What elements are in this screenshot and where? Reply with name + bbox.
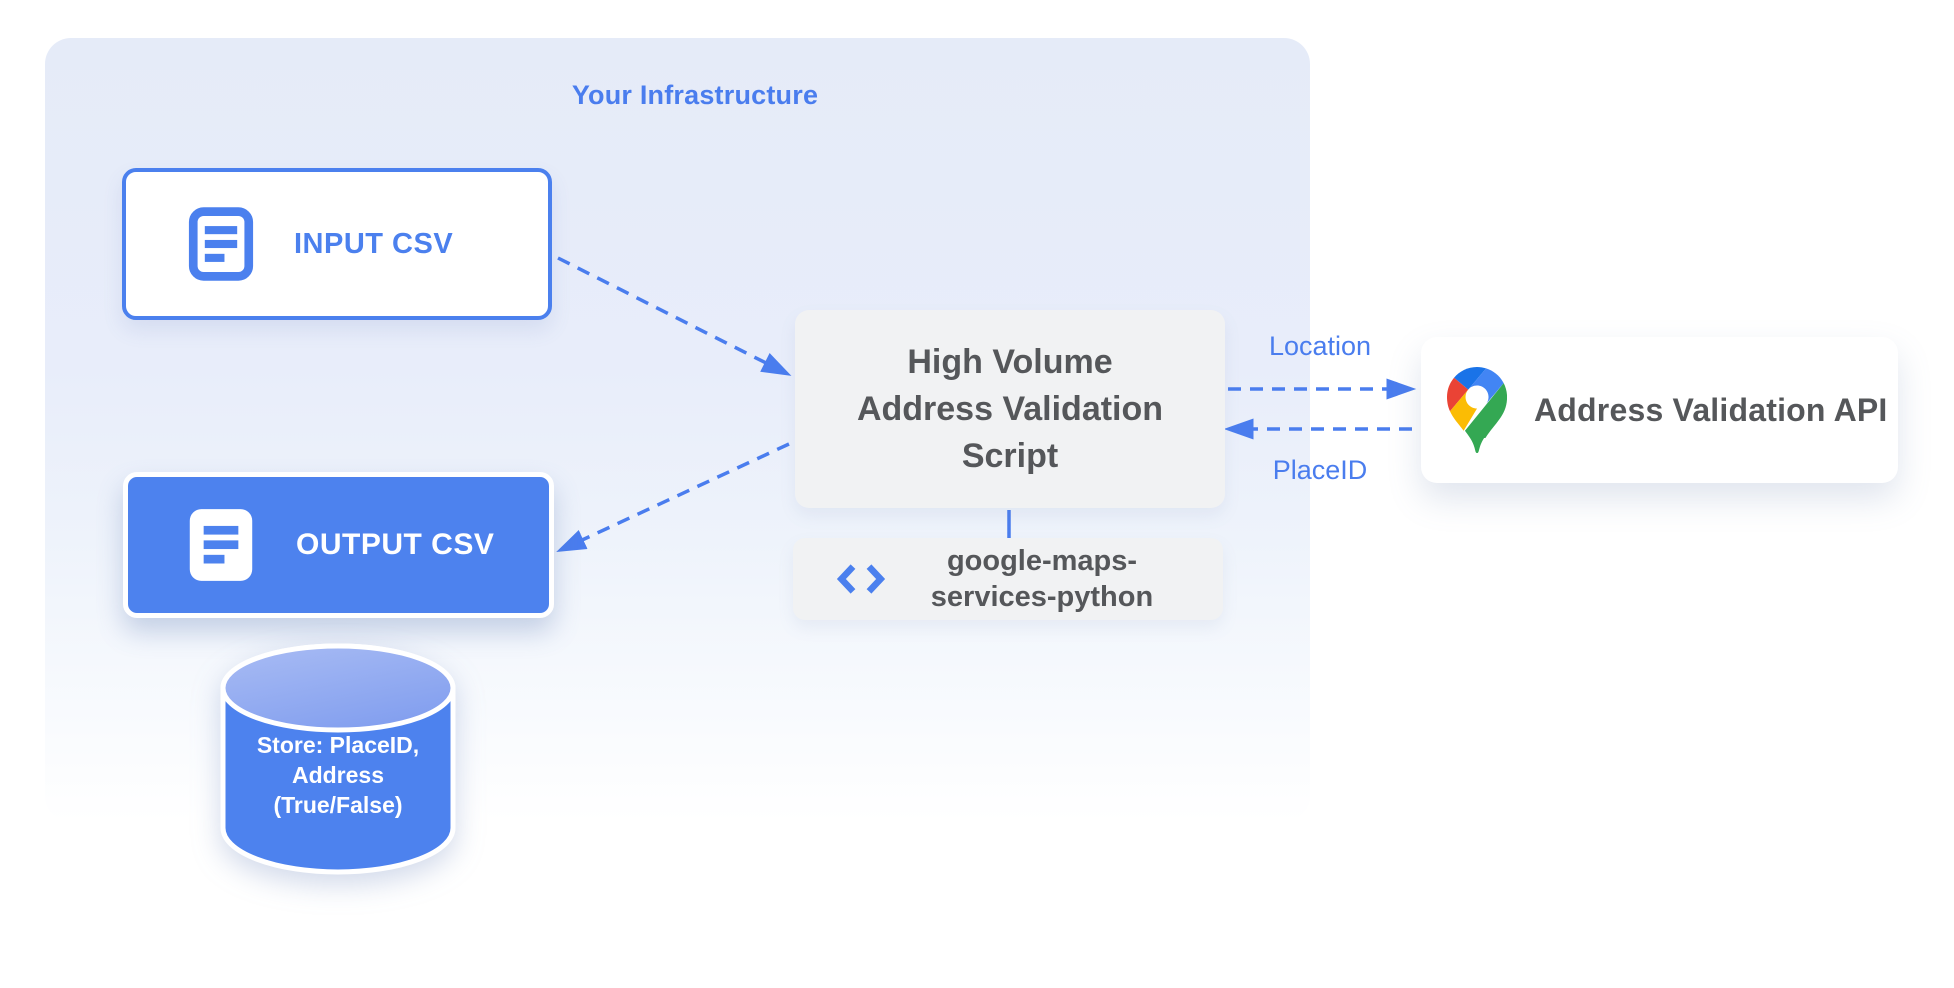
library-line-1: google-maps- (946, 545, 1138, 577)
library-node: google-maps- services-python (793, 538, 1223, 620)
output-csv-label: OUTPUT CSV (296, 528, 495, 561)
document-icon (188, 207, 254, 281)
input-csv-node: INPUT CSV (122, 168, 552, 320)
datastore-line-3: (True/False) (273, 792, 403, 818)
output-csv-node: OUTPUT CSV (123, 472, 554, 618)
datastore-node (216, 636, 460, 886)
database-cylinder-icon (220, 643, 456, 875)
document-icon (189, 509, 253, 581)
script-line-2: Address Validation (856, 389, 1164, 428)
placeid-edge-label: PlaceID (1272, 455, 1368, 485)
library-line-2: services-python (930, 581, 1154, 613)
library-label: google-maps- services-python (885, 543, 1199, 615)
location-edge-label: Location (1268, 331, 1372, 361)
script-line-1: High Volume (907, 342, 1113, 381)
google-maps-pin-icon (1447, 367, 1507, 453)
script-node: High Volume Address Validation Script (795, 310, 1225, 508)
datastore-label: Store: PlaceID, Address (True/False) (216, 730, 460, 820)
datastore-line-2: Address (291, 762, 385, 788)
script-line-3: Script (961, 436, 1059, 475)
api-label: Address Validation API (1534, 391, 1888, 428)
input-csv-label: INPUT CSV (294, 227, 454, 260)
infrastructure-title: Your Infrastructure (571, 80, 819, 110)
code-icon (837, 564, 885, 594)
api-node: Address Validation API (1421, 337, 1898, 483)
datastore-line-1: Store: PlaceID, (256, 732, 420, 758)
